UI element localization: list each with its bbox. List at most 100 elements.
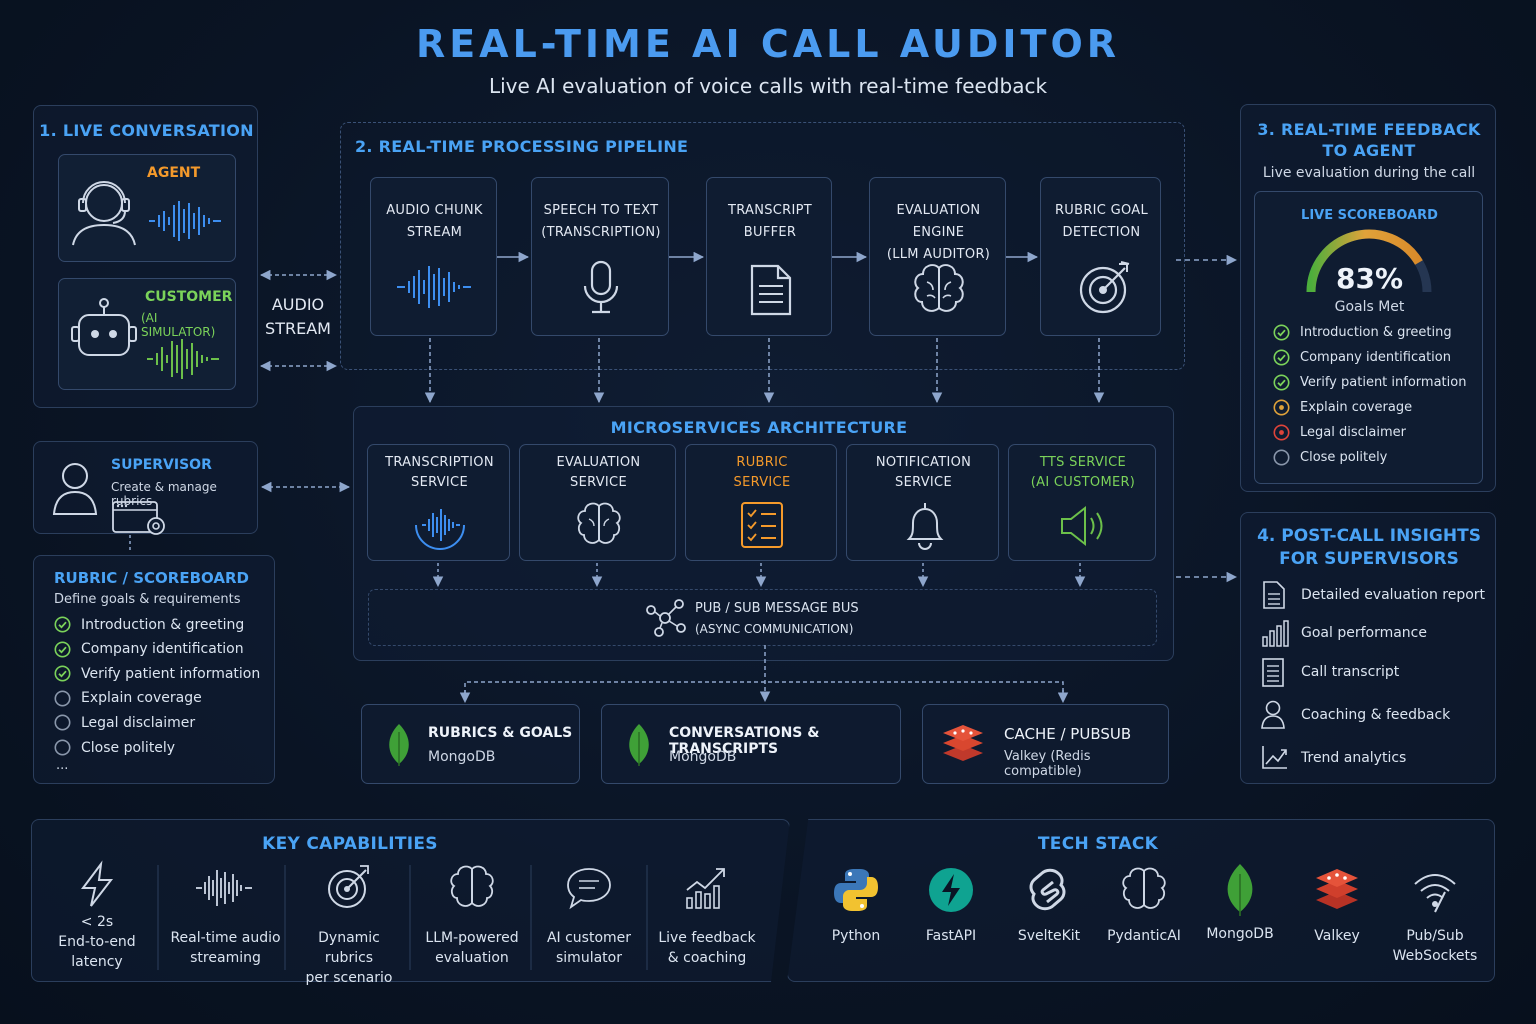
robot-icon (71, 298, 137, 356)
tech-item: SvelteKit (1009, 866, 1089, 966)
tech-item: PydanticAI (1098, 866, 1190, 966)
capabilities-title: KEY CAPABILITIES (262, 834, 438, 854)
insights-title-line1: 4. POST-CALL INSIGHTS (1257, 526, 1481, 546)
storage-conversations: CONVERSATIONS & TRANSCRIPTS MongoDB (601, 704, 901, 784)
person-icon (52, 463, 98, 515)
pipeline-step-rubric-goal-detection: RUBRIC GOAL DETECTION (1040, 177, 1161, 336)
supervisor-title: SUPERVISOR (111, 457, 212, 473)
insights-title: 4. POST-CALL INSIGHTS FOR SUPERVISORS (1241, 525, 1497, 571)
agent-label: AGENT (147, 165, 201, 181)
speaker-icon (1061, 505, 1103, 547)
cap-line1: Live feedback (658, 930, 756, 946)
pipeline-title: 2. REAL-TIME PROCESSING PIPELINE (355, 137, 689, 156)
waveform-icon (397, 266, 471, 308)
goal-item: Legal disclaimer (1273, 424, 1406, 441)
valkey-icon (1316, 869, 1358, 909)
goal-label: Explain coverage (81, 690, 202, 707)
tech-item: Valkey (1297, 866, 1377, 966)
tech-label: Valkey (1314, 928, 1360, 944)
service-line1: TTS SERVICE (1039, 455, 1127, 470)
storage-sub: MongoDB (428, 749, 496, 765)
goal-item: Explain coverage (54, 690, 202, 707)
valkey-icon (943, 725, 983, 761)
storage-title: RUBRICS & GOALS (428, 725, 573, 741)
feedback-panel: 3. REAL-TIME FEEDBACK TO AGENT Live eval… (1240, 104, 1496, 492)
service-line2: SERVICE (411, 475, 468, 490)
goal-item: Close politely (1273, 449, 1387, 466)
check-circle-icon (54, 616, 71, 633)
goal-item: Explain coverage (1273, 399, 1412, 416)
techstack-panel: TECH STACK (787, 819, 1495, 982)
step-line2: (LLM AUDITOR) (886, 247, 991, 262)
target-icon (328, 865, 369, 908)
checklist-icon (741, 502, 783, 548)
goal-label: Introduction & greeting (1300, 325, 1452, 340)
bus-line2: (ASYNC COMMUNICATION) (695, 622, 854, 636)
audio-stream-label: AUDIO STREAM (262, 293, 334, 341)
cap-line1: Dynamic rubrics (318, 930, 380, 966)
feedback-title-line2: TO AGENT (1322, 141, 1416, 160)
live-conversation-panel: 1. LIVE CONVERSATION AGENT (33, 105, 258, 408)
feedback-subtitle: Live evaluation during the call (1262, 165, 1476, 181)
tech-label: FastAPI (925, 928, 977, 944)
bus-label: PUB / SUB MESSAGE BUS (ASYNC COMMUNICATI… (695, 599, 859, 639)
service-line2: SERVICE (570, 475, 627, 490)
network-hub-icon (646, 599, 686, 637)
capability-item: LLM-powered evaluation (418, 864, 526, 966)
goal-label: Verify patient information (81, 665, 261, 682)
cap-line2: streaming (190, 950, 261, 966)
goal-label: Explain coverage (1300, 400, 1413, 415)
rubric-more: ... (56, 758, 69, 773)
cap-line2: simulator (556, 950, 622, 966)
cap-line2: evaluation (435, 950, 509, 966)
goal-item: Company identification (54, 641, 244, 658)
techstack-title: TECH STACK (1037, 834, 1159, 854)
customer-card: CUSTOMER (AI SIMULATOR) (58, 278, 236, 390)
storage-title: CONVERSATIONS & TRANSCRIPTS (669, 725, 820, 757)
step-line1: SPEECH TO TEXT (543, 203, 659, 218)
service-transcription: TRANSCRIPTION SERVICE (367, 444, 510, 561)
svelte-icon (1029, 868, 1066, 911)
brain-icon (577, 502, 621, 544)
feedback-title: 3. REAL-TIME FEEDBACK TO AGENT (1241, 119, 1497, 161)
empty-circle-icon (54, 714, 71, 731)
goal-label: Legal disclaimer (81, 714, 196, 731)
tech-item: MongoDB (1200, 862, 1280, 962)
partial-circle-icon (1273, 399, 1290, 416)
goal-item: Verify patient information (54, 665, 260, 682)
audio-stream-line1: AUDIO (271, 295, 325, 314)
document-icon (750, 264, 792, 316)
service-line2: SERVICE (895, 475, 952, 490)
tech-label: Python (831, 928, 881, 944)
capability-item: AI customer simulator (537, 866, 641, 966)
insight-item: Goal performance (1261, 619, 1491, 651)
check-circle-icon (1273, 374, 1290, 391)
customer-sublabel: (AI SIMULATOR) (141, 311, 216, 339)
step-line2: BUFFER (743, 225, 797, 240)
pipeline-step-audio-chunk: AUDIO CHUNK STREAM (370, 177, 497, 336)
mongodb-leaf-icon (389, 724, 409, 766)
tech-item: FastAPI (911, 866, 991, 966)
cap-line2: End-to-end (58, 934, 136, 950)
insight-item: Coaching & feedback (1261, 700, 1491, 732)
tech-label: SvelteKit (1017, 928, 1081, 944)
service-rubric: RUBRIC SERVICE (685, 444, 837, 561)
goal-label: Close politely (81, 739, 176, 756)
cap-line1: < 2s (80, 914, 114, 930)
service-evaluation: EVALUATION SERVICE (519, 444, 676, 561)
rubric-panel: RUBRIC / SCOREBOARD Define goals & requi… (33, 555, 275, 784)
goal-item: Introduction & greeting (54, 616, 244, 633)
goal-label: Introduction & greeting (81, 616, 245, 633)
check-circle-icon (54, 665, 71, 682)
brain-icon (450, 865, 494, 907)
step-line1: TRANSCRIPT (727, 203, 813, 218)
agent-waveform-icon (149, 201, 221, 241)
goal-label: Legal disclaimer (1300, 425, 1406, 440)
goal-item: Introduction & greeting (1273, 324, 1452, 341)
goal-item: Close politely (54, 739, 175, 756)
service-line1: RUBRIC (736, 455, 788, 470)
microservices-title: MICROSERVICES ARCHITECTURE (610, 418, 908, 437)
empty-circle-icon (1273, 449, 1290, 466)
storage-sub: MongoDB (669, 749, 737, 765)
goal-label: Close politely (1300, 450, 1388, 465)
